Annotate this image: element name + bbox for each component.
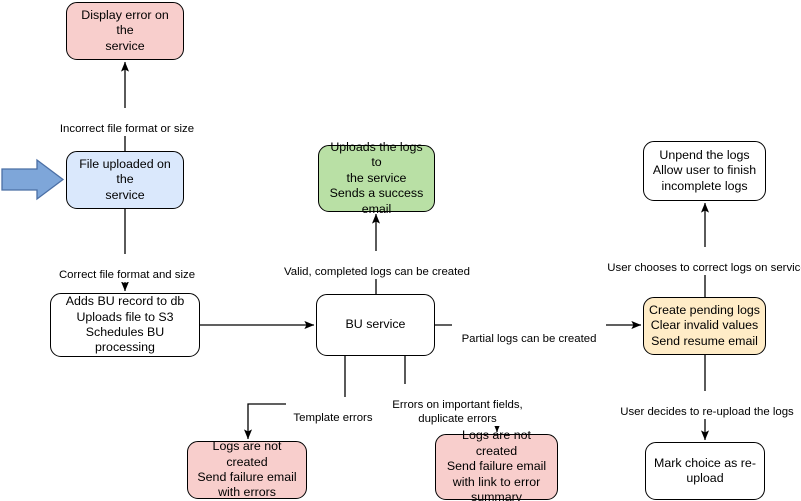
- node-logs-not-created-with-errors[interactable]: Logs are not created Send failure email …: [187, 439, 307, 500]
- edge-label-correct-file-format-text: Correct file format and size: [58, 269, 196, 281]
- edge-label-errors-important-fields-text: Errors on important fields, duplicate er…: [392, 399, 523, 425]
- node-logs-not-created-error-summary[interactable]: Logs are not created Send failure email …: [435, 428, 558, 501]
- edge-label-errors-important-fields: Errors on important fields, duplicate er…: [383, 384, 532, 426]
- edge-label-valid-completed-logs-text: Valid, completed logs can be created: [284, 266, 470, 278]
- edge-label-template-errors-text: Template errors: [293, 412, 373, 424]
- edge-label-user-decides-reupload-text: User decides to re-upload the logs: [620, 406, 794, 418]
- edge-label-incorrect-file-format: Incorrect file format or size: [0, 108, 254, 136]
- edge-label-correct-file-format: Correct file format and size: [0, 254, 254, 282]
- node-mark-choice-as-reupload[interactable]: Mark choice as re- upload: [645, 442, 765, 500]
- edge-label-incorrect-file-format-text: Incorrect file format or size: [59, 123, 195, 135]
- node-display-error[interactable]: Display error on the service: [66, 2, 184, 60]
- node-uploads-logs-success-label: Uploads the logs to the service Sends a …: [329, 139, 424, 216]
- edge-label-partial-logs-text: Partial logs can be created: [461, 333, 597, 345]
- node-create-pending-logs-label: Create pending logs Clear invalid values…: [649, 302, 760, 348]
- edge-label-user-corrects-logs: User chooses to correct logs on service: [580, 247, 801, 275]
- node-adds-bu-record-label: Adds BU record to db Uploads file to S3 …: [65, 294, 185, 355]
- node-unpend-logs[interactable]: Unpend the logs Allow user to finish inc…: [643, 141, 766, 201]
- node-file-uploaded-on-service-label: File uploaded on the service: [79, 156, 171, 202]
- node-bu-service[interactable]: BU service: [316, 294, 435, 356]
- edge-label-user-decides-reupload: User decides to re-upload the logs: [592, 391, 801, 419]
- node-logs-not-created-error-summary-label: Logs are not created Send failure email …: [446, 428, 547, 501]
- node-create-pending-logs[interactable]: Create pending logs Clear invalid values…: [643, 297, 766, 355]
- node-bu-service-label: BU service: [345, 317, 406, 332]
- node-logs-not-created-with-errors-label: Logs are not created Send failure email …: [197, 439, 297, 500]
- edge-label-partial-logs: Partial logs can be created: [452, 318, 606, 346]
- edge-label-user-corrects-logs-text: User chooses to correct logs on service: [607, 262, 801, 274]
- node-display-error-label: Display error on the service: [81, 7, 169, 53]
- node-uploads-logs-success[interactable]: Uploads the logs to the service Sends a …: [318, 140, 435, 216]
- node-file-uploaded-on-service[interactable]: File uploaded on the service: [66, 151, 184, 209]
- process-start-arrow: [1, 158, 65, 201]
- edge-label-valid-completed-logs: Valid, completed logs can be created: [255, 251, 499, 279]
- edge-label-template-errors: Template errors: [286, 397, 380, 425]
- node-mark-choice-as-reupload-label: Mark choice as re- upload: [654, 455, 756, 485]
- node-adds-bu-record[interactable]: Adds BU record to db Uploads file to S3 …: [50, 293, 200, 357]
- node-unpend-logs-label: Unpend the logs Allow user to finish inc…: [652, 147, 757, 193]
